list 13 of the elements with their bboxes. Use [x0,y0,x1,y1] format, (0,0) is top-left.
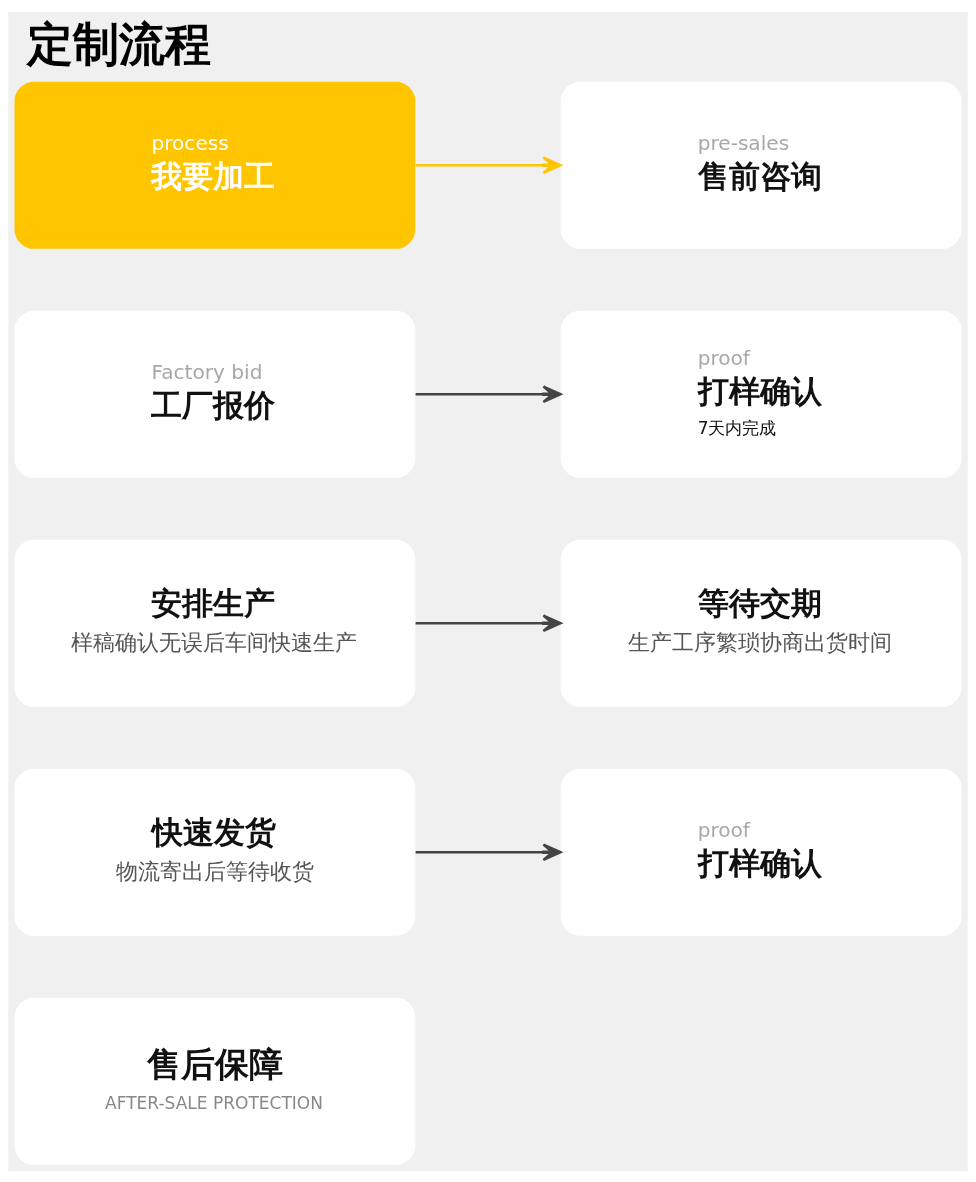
node-box: Factory bid 工厂报价 [14,310,416,478]
arrow [415,384,562,403]
node-box: pre-sales 售前咨询 [560,81,962,249]
diagram-title: 定制流程 [26,16,211,71]
node-box: proof 打样确认 7天内完成 [560,310,962,478]
node-box: 安排生产 样稿确认无误后车间快速生产 [14,539,416,707]
node-box: process 我要加工 [14,81,416,249]
arrow [415,613,562,632]
node-box: proof 打样确认 [560,768,962,936]
arrow [415,842,562,861]
arrow [415,155,562,174]
node-box: 等待交期 生产工序繁琐协商出货时间 [560,539,962,707]
node-box: 快速发货 物流寄出后等待收货 [14,768,416,936]
